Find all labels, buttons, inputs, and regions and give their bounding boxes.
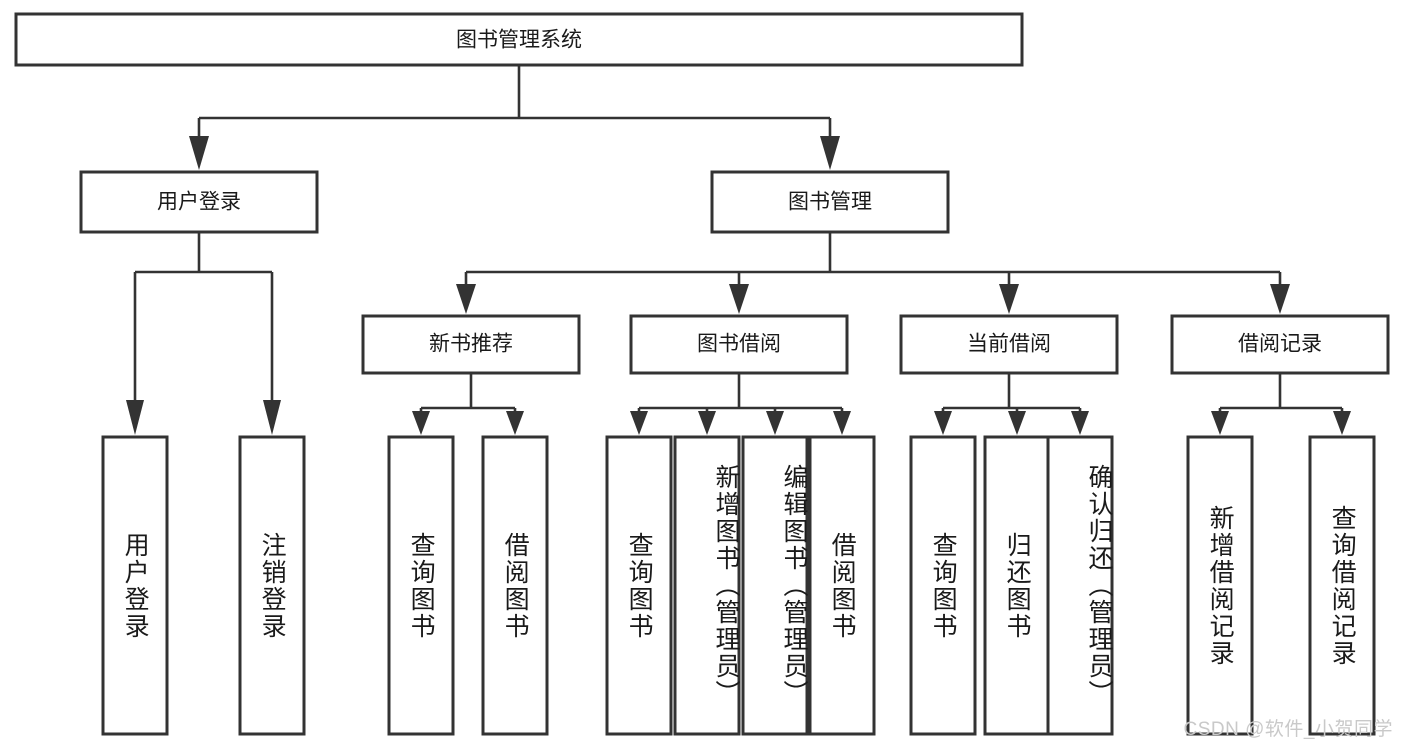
node-new-book-recommend-box[interactable] — [361, 314, 581, 375]
connectors-book-manage-to-level3 — [456, 232, 1290, 314]
arrow-leaf-query-record — [1333, 411, 1351, 435]
arrow-leaf-edit-book — [766, 411, 784, 435]
arrow-leaf-return-book — [1008, 411, 1026, 435]
node-leaf-return-book-box[interactable] — [983, 435, 1051, 736]
csdn-watermark: CSDN @软件_小贺同学 — [1183, 719, 1393, 740]
arrow-leaf-add-record — [1211, 411, 1229, 435]
node-book-borrow-box[interactable] — [629, 314, 849, 375]
node-leaf-query-record-box[interactable] — [1308, 435, 1376, 736]
node-leaf-user-login-box[interactable] — [101, 435, 169, 736]
node-user-login-label: 用户登录 — [157, 191, 241, 214]
arrow-leaf-add-book — [698, 411, 716, 435]
node-leaf-edit-book-box[interactable] — [741, 435, 809, 736]
node-root[interactable]: 图书管理系统 — [14, 12, 1024, 67]
node-new-book-recommend[interactable]: 新书推荐 — [361, 314, 581, 375]
node-leaf-query-book-2-box[interactable] — [605, 435, 673, 736]
node-user-login-box[interactable] — [79, 170, 319, 234]
connectors-book-borrow-to-leaves — [630, 373, 851, 435]
arrow-leaf-query-book-3 — [934, 411, 952, 435]
node-book-manage[interactable]: 图书管理 — [710, 170, 950, 234]
node-leaf-add-book-box[interactable] — [673, 435, 741, 736]
node-leaf-logout-login-box[interactable] — [238, 435, 306, 736]
arrow-leaf-confirm-return — [1071, 411, 1089, 435]
node-book-manage-label: 图书管理 — [788, 191, 872, 214]
node-book-borrow-label: 图书借阅 — [697, 333, 781, 356]
node-borrow-record-box[interactable] — [1170, 314, 1390, 375]
node-root-box[interactable] — [14, 12, 1024, 67]
arrow-leaf-user-login — [126, 400, 144, 435]
node-leaf-query-book-3-box[interactable] — [909, 435, 977, 736]
node-leaf-borrow-book-1-box[interactable] — [481, 435, 549, 736]
node-leaf-add-record-box[interactable] — [1186, 435, 1254, 736]
arrow-leaf-query-book-1 — [412, 411, 430, 435]
node-current-borrow-label: 当前借阅 — [967, 333, 1051, 356]
node-leaf-query-book-1-box[interactable] — [387, 435, 455, 736]
node-borrow-record-label: 借阅记录 — [1238, 333, 1322, 356]
connectors-root-to-level2 — [189, 65, 840, 170]
node-current-borrow[interactable]: 当前借阅 — [899, 314, 1119, 375]
connectors-new-book-recommend-to-leaves — [412, 373, 524, 435]
arrow-book-manage — [820, 136, 840, 170]
node-book-manage-box[interactable] — [710, 170, 950, 234]
arrow-book-borrow — [729, 284, 749, 314]
node-leaf-borrow-book-2-box[interactable] — [808, 435, 876, 736]
node-user-login[interactable]: 用户登录 — [79, 170, 319, 234]
arrow-current-borrow — [999, 284, 1019, 314]
arrow-borrow-record — [1270, 284, 1290, 314]
arrow-user-login — [189, 136, 209, 170]
node-new-book-recommend-label: 新书推荐 — [429, 333, 513, 356]
leaf-boxes — [101, 435, 1376, 736]
node-book-borrow[interactable]: 图书借阅 — [629, 314, 849, 375]
node-current-borrow-box[interactable] — [899, 314, 1119, 375]
connectors-user-login-to-leaves — [126, 232, 281, 435]
arrow-leaf-borrow-book-2 — [833, 411, 851, 435]
arrow-new-book-recommend — [456, 284, 476, 314]
arrow-leaf-query-book-2 — [630, 411, 648, 435]
connectors-current-borrow-to-leaves — [934, 373, 1089, 435]
node-borrow-record[interactable]: 借阅记录 — [1170, 314, 1390, 375]
connectors-borrow-record-to-leaves — [1211, 373, 1351, 435]
node-root-label: 图书管理系统 — [456, 29, 582, 52]
arrow-leaf-borrow-book-1 — [506, 411, 524, 435]
node-leaf-confirm-return-box[interactable] — [1046, 435, 1114, 736]
arrow-leaf-logout-login — [263, 400, 281, 435]
